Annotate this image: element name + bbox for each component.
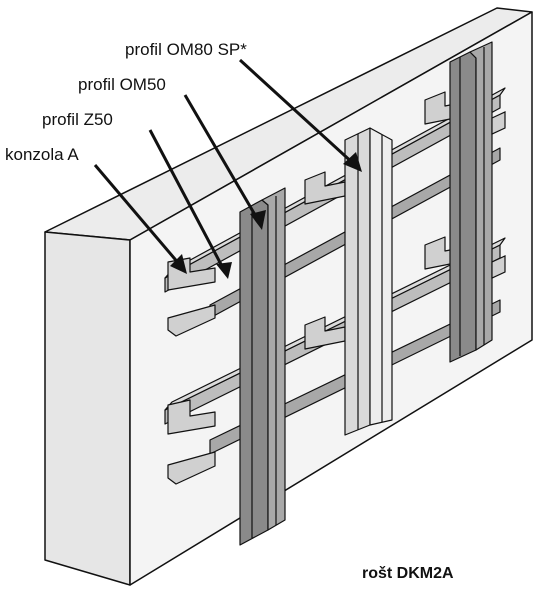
brackets: [167, 91, 466, 485]
diagram-caption: rošt DKM2A: [362, 565, 454, 582]
label-profil-om80: profil OM80 SP*: [125, 40, 247, 59]
arrow-om80: [238, 58, 357, 167]
leader-arrows: [93, 58, 357, 271]
arrow-konzola: [93, 164, 182, 266]
bracket-4: [167, 451, 216, 485]
arrow-z50: [148, 129, 226, 271]
right-brackets: [491, 111, 506, 279]
bracket-2: [167, 304, 216, 337]
arrowheads: [170, 152, 362, 279]
wall-side-face: [44, 231, 131, 586]
label-profil-om50: profil OM50: [78, 75, 166, 94]
label-konzola-a: konzola A: [5, 145, 79, 164]
vertical-profile-om50-right: [449, 41, 493, 363]
vertical-profile-om50-left: [239, 187, 286, 546]
bracket-3: [167, 399, 216, 435]
vertical-profile-om80: [344, 127, 393, 436]
arrow-om50: [183, 94, 260, 221]
label-profil-z50: profil Z50: [42, 110, 113, 129]
